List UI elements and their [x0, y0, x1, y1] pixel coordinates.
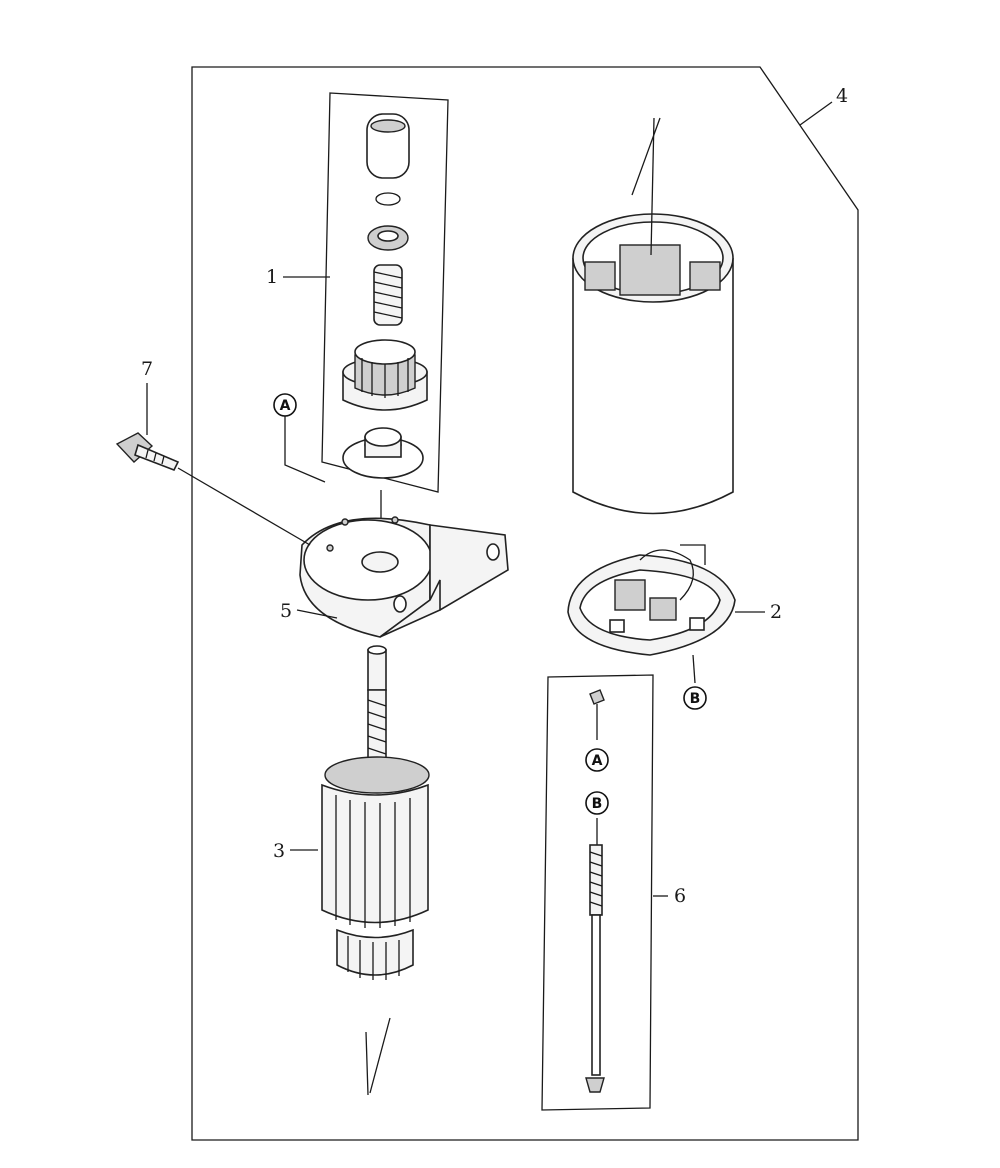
callout-3: 3	[273, 840, 285, 862]
through-bolt	[585, 844, 605, 1093]
pinion-kit-box	[321, 92, 449, 493]
diagram-frame	[191, 66, 859, 1141]
svg-text:A: A	[280, 398, 291, 414]
nut	[589, 689, 605, 705]
pinion-gear	[342, 339, 428, 411]
marker-a-drive-end: A	[273, 393, 297, 417]
armature-bottom-leader-b	[369, 1017, 391, 1094]
callout-5: 5	[280, 600, 292, 622]
callout-2: 2	[770, 601, 782, 623]
marker-a-top-leader	[284, 415, 326, 483]
through-bolt-kit	[541, 674, 654, 1111]
callout-7: 7	[141, 358, 153, 380]
callout-6: 6	[674, 885, 686, 907]
drive-end-cap	[299, 516, 509, 638]
bolt-kit-box	[541, 674, 654, 1111]
callout-5-leader	[296, 609, 338, 619]
armature-bottom-leader-a	[365, 1031, 369, 1096]
callout-4: 4	[836, 85, 848, 107]
screw-leader	[177, 467, 311, 546]
starter-housing	[572, 213, 734, 515]
svg-text:A: A	[592, 753, 603, 769]
marker-b-bolt-kit: B	[585, 791, 609, 815]
armature	[321, 645, 430, 980]
callout-1: 1	[266, 266, 278, 288]
svg-text:B: B	[690, 691, 701, 707]
screw	[115, 432, 180, 472]
housing-leader-b	[631, 117, 661, 196]
retaining-ring	[375, 192, 401, 206]
pinion-kit-group	[321, 92, 449, 493]
marker-a-bolt-kit: A	[585, 748, 609, 772]
spring	[373, 264, 403, 326]
pinion-cap-top	[370, 119, 406, 133]
stop-collar-hole	[377, 230, 399, 242]
brush-cap-b-leader	[692, 654, 696, 684]
marker-b-brush-end: B	[683, 686, 707, 710]
svg-text:B: B	[592, 796, 603, 812]
housing-leader-a	[650, 117, 655, 256]
drive-hub	[342, 427, 424, 479]
brush-end-cap	[567, 544, 736, 656]
callout-4-leader	[799, 101, 833, 126]
